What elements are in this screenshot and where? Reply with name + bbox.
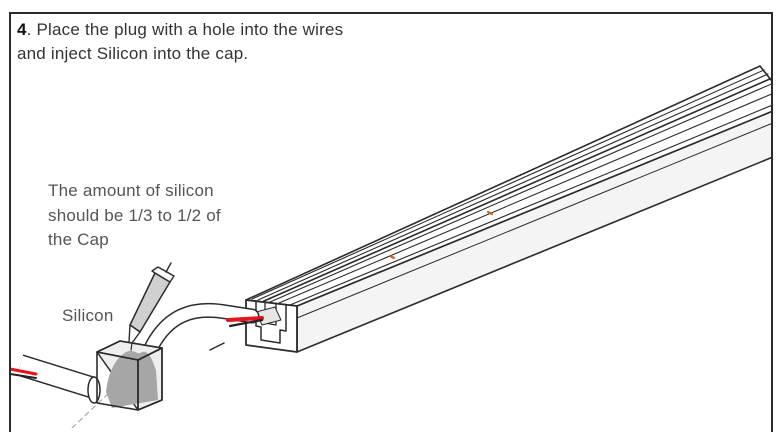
step-text-line2: and inject Silicon into the cap. xyxy=(17,44,249,63)
diagram-frame xyxy=(9,12,773,432)
strip-side-face xyxy=(296,110,771,353)
note-line3: the Cap xyxy=(48,230,109,249)
end-cap xyxy=(96,340,163,411)
note-line2: should be 1/3 to 1/2 of xyxy=(48,205,221,225)
red-wire xyxy=(226,316,264,322)
silicone-fill xyxy=(106,350,158,408)
wire-bundle xyxy=(144,302,264,354)
step-number: 4 xyxy=(17,20,27,39)
note-line1: The amount of silicon xyxy=(48,181,214,200)
led-dot-1 xyxy=(388,254,396,260)
step-text-line1: . Place the plug with a hole into the wi… xyxy=(26,20,344,39)
plug-with-hole xyxy=(87,376,101,404)
silicon-label: Silicon xyxy=(62,306,114,325)
black-wire xyxy=(228,318,264,328)
led-dot-2 xyxy=(486,210,494,216)
silicon-tube-icon xyxy=(128,262,175,351)
silicon-amount-note: The amount of silicon should be 1/3 to 1… xyxy=(48,179,288,253)
led-neon-strip xyxy=(245,65,771,353)
power-cable xyxy=(11,354,101,404)
step-instruction: 4. Place the plug with a hole into the w… xyxy=(17,18,437,66)
